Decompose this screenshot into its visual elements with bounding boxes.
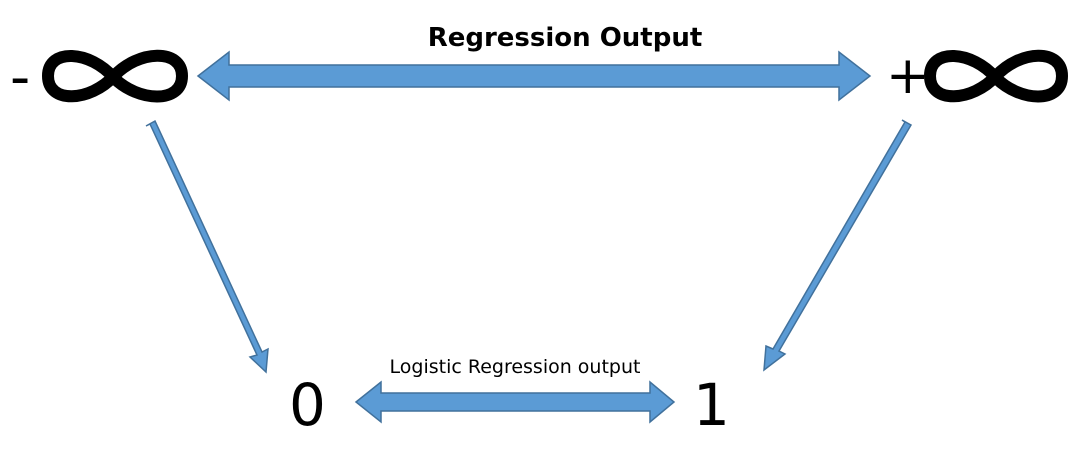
negative-sign: - bbox=[10, 45, 31, 110]
regression-range-arrow bbox=[196, 50, 872, 102]
positive-sign: + bbox=[886, 46, 930, 106]
logistic-range-arrow bbox=[354, 380, 676, 424]
positive-infinity-to-one-arrow bbox=[763, 119, 913, 372]
lower-bound-value: 0 bbox=[289, 371, 326, 439]
infinity-icon bbox=[42, 49, 188, 103]
logistic-regression-output-label: Logistic Regression output bbox=[389, 356, 641, 378]
regression-output-label: Regression Output bbox=[427, 23, 703, 53]
infinity-icon bbox=[924, 49, 1068, 103]
upper-bound-value: 1 bbox=[693, 371, 730, 439]
negative-infinity-to-zero-arrow bbox=[145, 119, 269, 374]
